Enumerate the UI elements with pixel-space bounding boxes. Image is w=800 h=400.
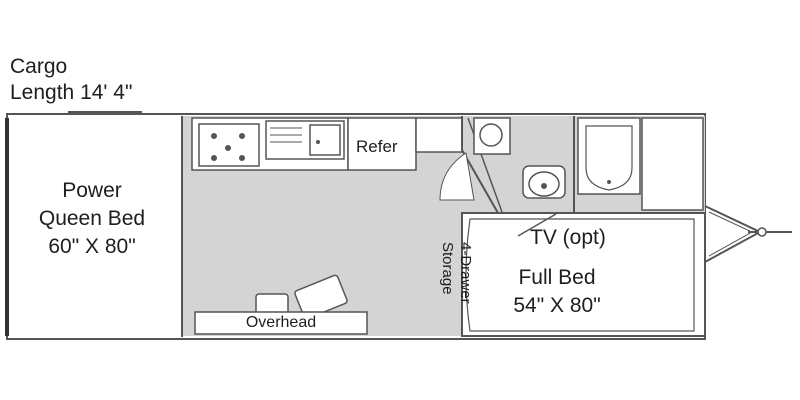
bathroom-wall bbox=[461, 116, 499, 214]
burner bbox=[211, 133, 217, 139]
door-swing bbox=[439, 152, 475, 201]
rear-bed-line2: Queen Bed bbox=[38, 207, 146, 230]
shower-pan bbox=[585, 125, 633, 191]
recliner bbox=[294, 274, 348, 320]
front-bed-line1: Full Bed bbox=[518, 266, 596, 289]
burner bbox=[225, 145, 231, 151]
cargo-length: Length 14' 4" bbox=[10, 81, 133, 104]
rear-bed-size: 60" X 80" bbox=[48, 235, 136, 258]
rear-bed-label: Power Queen Bed 60" X 80" bbox=[12, 177, 172, 261]
front-closet bbox=[641, 117, 704, 211]
storage-label: 4-Drawer Storage bbox=[418, 242, 474, 324]
storage-line1: 4-Drawer bbox=[457, 242, 474, 304]
tv-label: TV (opt) bbox=[530, 226, 606, 249]
overhead-cabinet bbox=[194, 311, 368, 335]
overhead-label: Overhead bbox=[245, 314, 317, 331]
front-bed-label: Full Bed 54" X 80" bbox=[496, 264, 618, 320]
toilet-drain bbox=[541, 183, 547, 189]
front-bed-mattress bbox=[465, 218, 695, 332]
side-counter bbox=[415, 117, 463, 153]
sink-drain bbox=[316, 140, 320, 144]
rear-bed-line1: Power bbox=[62, 179, 122, 202]
refer-label: Refer bbox=[356, 137, 398, 156]
bathroom-sink bbox=[479, 123, 503, 147]
burner bbox=[239, 133, 245, 139]
cargo-length-label: Cargo Length 14' 4" bbox=[10, 54, 132, 106]
storage-line2: Storage bbox=[439, 242, 456, 295]
hitch-ball bbox=[757, 227, 767, 237]
burner bbox=[239, 155, 245, 161]
shower-drain bbox=[607, 180, 611, 184]
tv-mount bbox=[517, 213, 557, 237]
refrigerator bbox=[347, 117, 417, 171]
front-bed-size: 54" X 80" bbox=[513, 294, 601, 317]
sink-basin bbox=[309, 124, 341, 156]
chair bbox=[255, 293, 289, 315]
burner bbox=[211, 155, 217, 161]
cargo-title: Cargo bbox=[10, 55, 68, 78]
stove bbox=[198, 123, 260, 167]
